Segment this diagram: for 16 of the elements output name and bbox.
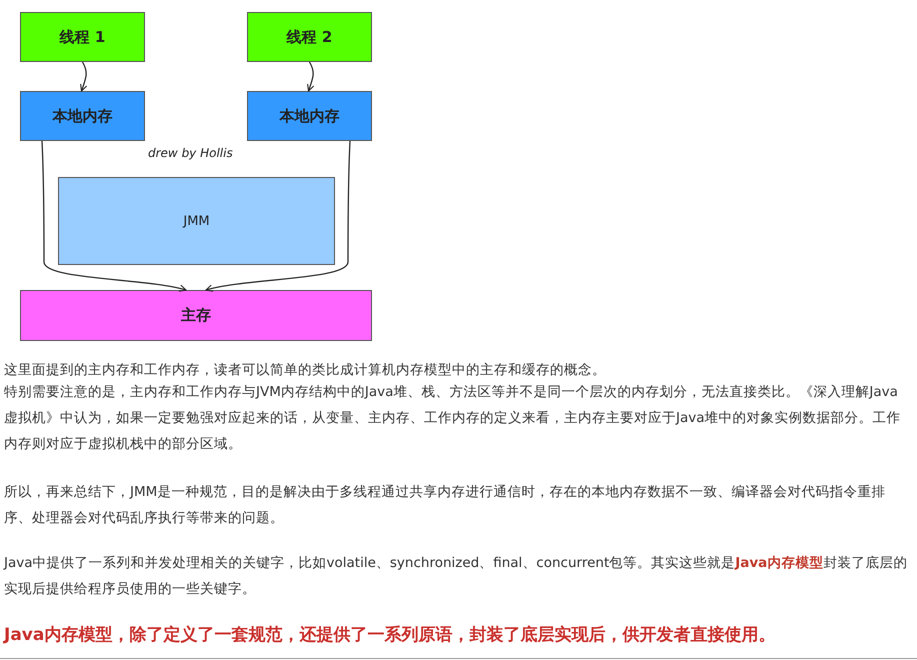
jmm-box: JMM [58,177,335,265]
paragraph: Java中提供了一系列和并发处理相关的关键字，比如volatile、synchronized、final、concurrent包等。其实这些就是Java内存模型封装了底层的实现后提供给程序员使用的一些关键字。 [4,554,908,599]
thread-box: 线程 2 [247,12,372,62]
local-memory-box: 本地内存 [20,91,145,141]
arrow [41,140,187,292]
paragraph: 特别需要注意的是，主内存和工作内存与JVM内存结构中的Java堆、栈、方法区等并不是同一个层次的内存划分，无法直接类比。《深入理解Java虚拟机》中认为，如果一定要勉强对应起来的话，从变量、主内存、工作内存的定义来看，主内存主要对应于Java堆中的对象实例数据部分。工作内存则对应于虚拟机栈中的部分区域。 [4,383,902,454]
paragraph: 所以，再来总结下，JMM是一种规范，目的是解决由于多线程通过共享内存进行通信时，存在的本地内存数据不一致、编译器会对代码指令重排序、处理器会对代码乱序执行等带来的问题。 [4,483,886,528]
arrow [80,62,88,92]
conclusion-text: Java内存模型，除了定义了一套规范，还提供了一系列原语，封装了底层实现后，供开发者直接使用。 [4,624,776,647]
paragraph: 这里面提到的主内存和工作内存，读者可以简单的类比成计算机内存模型中的主存和缓存的概念。 [4,361,607,380]
arrow [205,140,351,292]
main-memory-box: 主存 [20,290,372,341]
arrow [307,62,314,92]
signature: drew by Hollis [148,145,233,161]
thread-box: 线程 1 [20,12,145,62]
local-memory-box: 本地内存 [247,91,372,141]
